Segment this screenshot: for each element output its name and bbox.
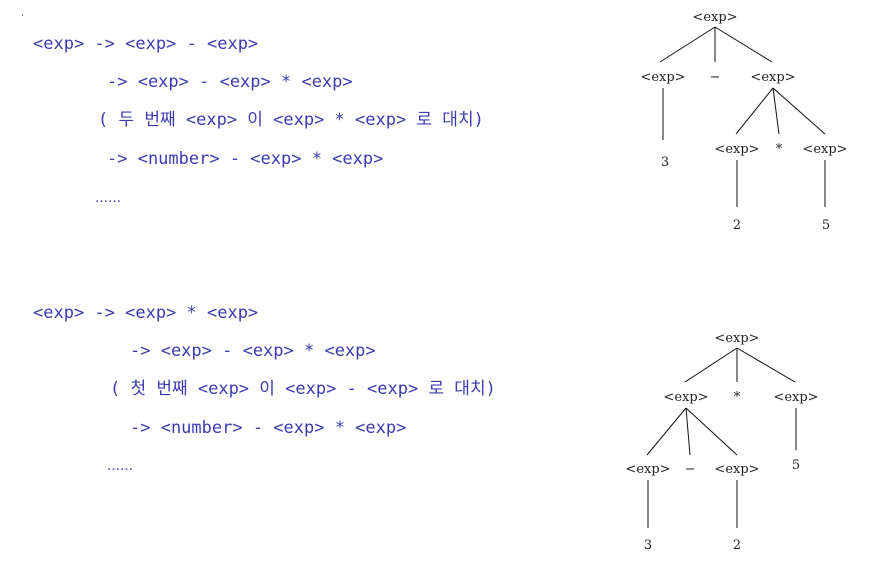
tree-1-right-op: *: [776, 142, 783, 157]
tree-2-leaf-a: 3: [644, 538, 652, 553]
tree-1-edge-root-left: [659, 26, 716, 63]
tree-2-left-left-node: <exp>: [625, 462, 670, 477]
derivation-2-ellipsis: ……: [107, 459, 133, 474]
derivation-2-line-2: -> <exp> - <exp> * <exp>: [130, 341, 376, 361]
tree-2-edge-root-left: [684, 347, 738, 383]
derivation-1-line-3: -> <number> - <exp> * <exp>: [107, 149, 384, 169]
stray-mark: [22, 14, 23, 16]
tree-2-edge-root-right: [736, 347, 796, 383]
derivation-1-note: ( 두 번째 <exp> 이 <exp> * <exp> 로 대치): [98, 110, 484, 130]
tree-2-edge-left-right: [685, 407, 738, 456]
tree-2-left-node: <exp>: [663, 390, 708, 405]
derivation-2-note: ( 첫 번째 <exp> 이 <exp> - <exp> 로 대치): [110, 379, 496, 399]
derivation-1-ellipsis: ……: [95, 191, 121, 206]
tree-2-op: *: [734, 390, 741, 405]
tree-1-right-left-node: <exp>: [714, 142, 759, 157]
tree-2-right-leaf: 5: [792, 458, 800, 473]
tree-1-leaf-b: 5: [822, 218, 830, 233]
tree-2-leaf-b: 2: [733, 538, 741, 553]
tree-2-edge-left-op: [685, 407, 691, 456]
derivation-2-line-1: <exp> -> <exp> * <exp>: [33, 303, 259, 323]
parse-tree-2: <exp> <exp> * <exp> 5 <exp> − <exp> 3 2: [625, 331, 818, 553]
tree-1-edge-right-left: [735, 87, 774, 135]
tree-2-left-right-node: <exp>: [714, 462, 759, 477]
tree-1-right-right-node: <exp>: [802, 142, 847, 157]
tree-1-left-leaf: 3: [661, 155, 669, 170]
derivation-1-line-1: <exp> -> <exp> - <exp>: [33, 34, 259, 54]
tree-1-edge-right-op: [772, 87, 780, 135]
tree-1-leaf-a: 2: [733, 218, 741, 233]
tree-2-root: <exp>: [714, 331, 759, 346]
tree-2-edge-left-left: [646, 407, 687, 456]
tree-1-edge-root-right: [714, 26, 773, 63]
parse-tree-1: <exp> <exp> − <exp> 3 <exp> * <exp> 2 5: [640, 10, 847, 233]
derivation-1-line-2: -> <exp> - <exp> * <exp>: [107, 72, 353, 92]
tree-1-root: <exp>: [692, 10, 737, 25]
tree-1-op: −: [710, 70, 721, 85]
tree-2-left-op: −: [685, 462, 696, 477]
tree-1-left-node: <exp>: [640, 70, 685, 85]
derivation-2-line-3: -> <number> - <exp> * <exp>: [130, 418, 407, 438]
tree-1-right-node: <exp>: [750, 70, 795, 85]
tree-2-right-node: <exp>: [773, 390, 818, 405]
tree-1-edge-right-right: [772, 87, 826, 135]
